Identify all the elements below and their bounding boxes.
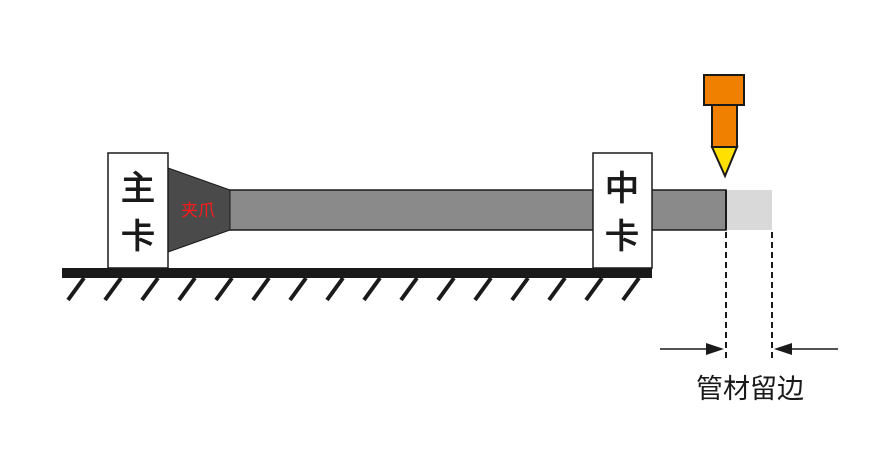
arrow-right-head bbox=[706, 343, 724, 355]
bed-hatch-mark bbox=[288, 276, 308, 302]
laser-head-top bbox=[703, 74, 745, 106]
clamp-jaw-label: 夹爪 bbox=[181, 201, 215, 221]
bed-hatch-mark bbox=[325, 276, 345, 302]
middle-chuck-label-2: 卡 bbox=[605, 217, 639, 257]
laser-head-body bbox=[711, 104, 738, 148]
tube-margin bbox=[726, 190, 772, 230]
arrow-left-head bbox=[774, 343, 792, 355]
bed-hatch-mark bbox=[399, 276, 419, 302]
bed-hatch-mark bbox=[66, 276, 86, 302]
bed-hatch-mark bbox=[140, 276, 160, 302]
bed-hatch-mark bbox=[362, 276, 382, 302]
bed-hatch-mark bbox=[547, 276, 567, 302]
middle-chuck-box bbox=[592, 152, 653, 269]
bed-hatch-mark bbox=[214, 276, 234, 302]
clamp-jaw: 夹爪 bbox=[167, 167, 231, 253]
tail-margin-label: 管材留边 bbox=[696, 374, 804, 405]
laser-nozzle-tip bbox=[710, 146, 739, 179]
bed-hatch-mark bbox=[510, 276, 530, 302]
bed-hatch-mark bbox=[177, 276, 197, 302]
laser-head-icon bbox=[703, 74, 745, 179]
main-chuck-label-1: 主 bbox=[121, 169, 155, 209]
main-chuck-box bbox=[107, 152, 169, 269]
bed-hatch-mark bbox=[473, 276, 493, 302]
bed-hatch-mark bbox=[621, 276, 641, 302]
bed-rail bbox=[62, 268, 652, 278]
bed-hatch-mark bbox=[436, 276, 456, 302]
bed-hatch-mark bbox=[251, 276, 271, 302]
bed-hatch-mark bbox=[103, 276, 123, 302]
main-chuck: 主 卡 bbox=[107, 152, 169, 269]
arrow-left-icon bbox=[774, 343, 838, 355]
machine-bed bbox=[62, 268, 652, 302]
middle-chuck-label-1: 中 bbox=[605, 169, 639, 209]
middle-chuck: 中 卡 bbox=[592, 152, 653, 269]
bed-hatching bbox=[66, 276, 641, 302]
main-chuck-label-2: 卡 bbox=[121, 217, 155, 257]
arrow-right-icon bbox=[660, 343, 724, 355]
bed-hatch-mark bbox=[584, 276, 604, 302]
